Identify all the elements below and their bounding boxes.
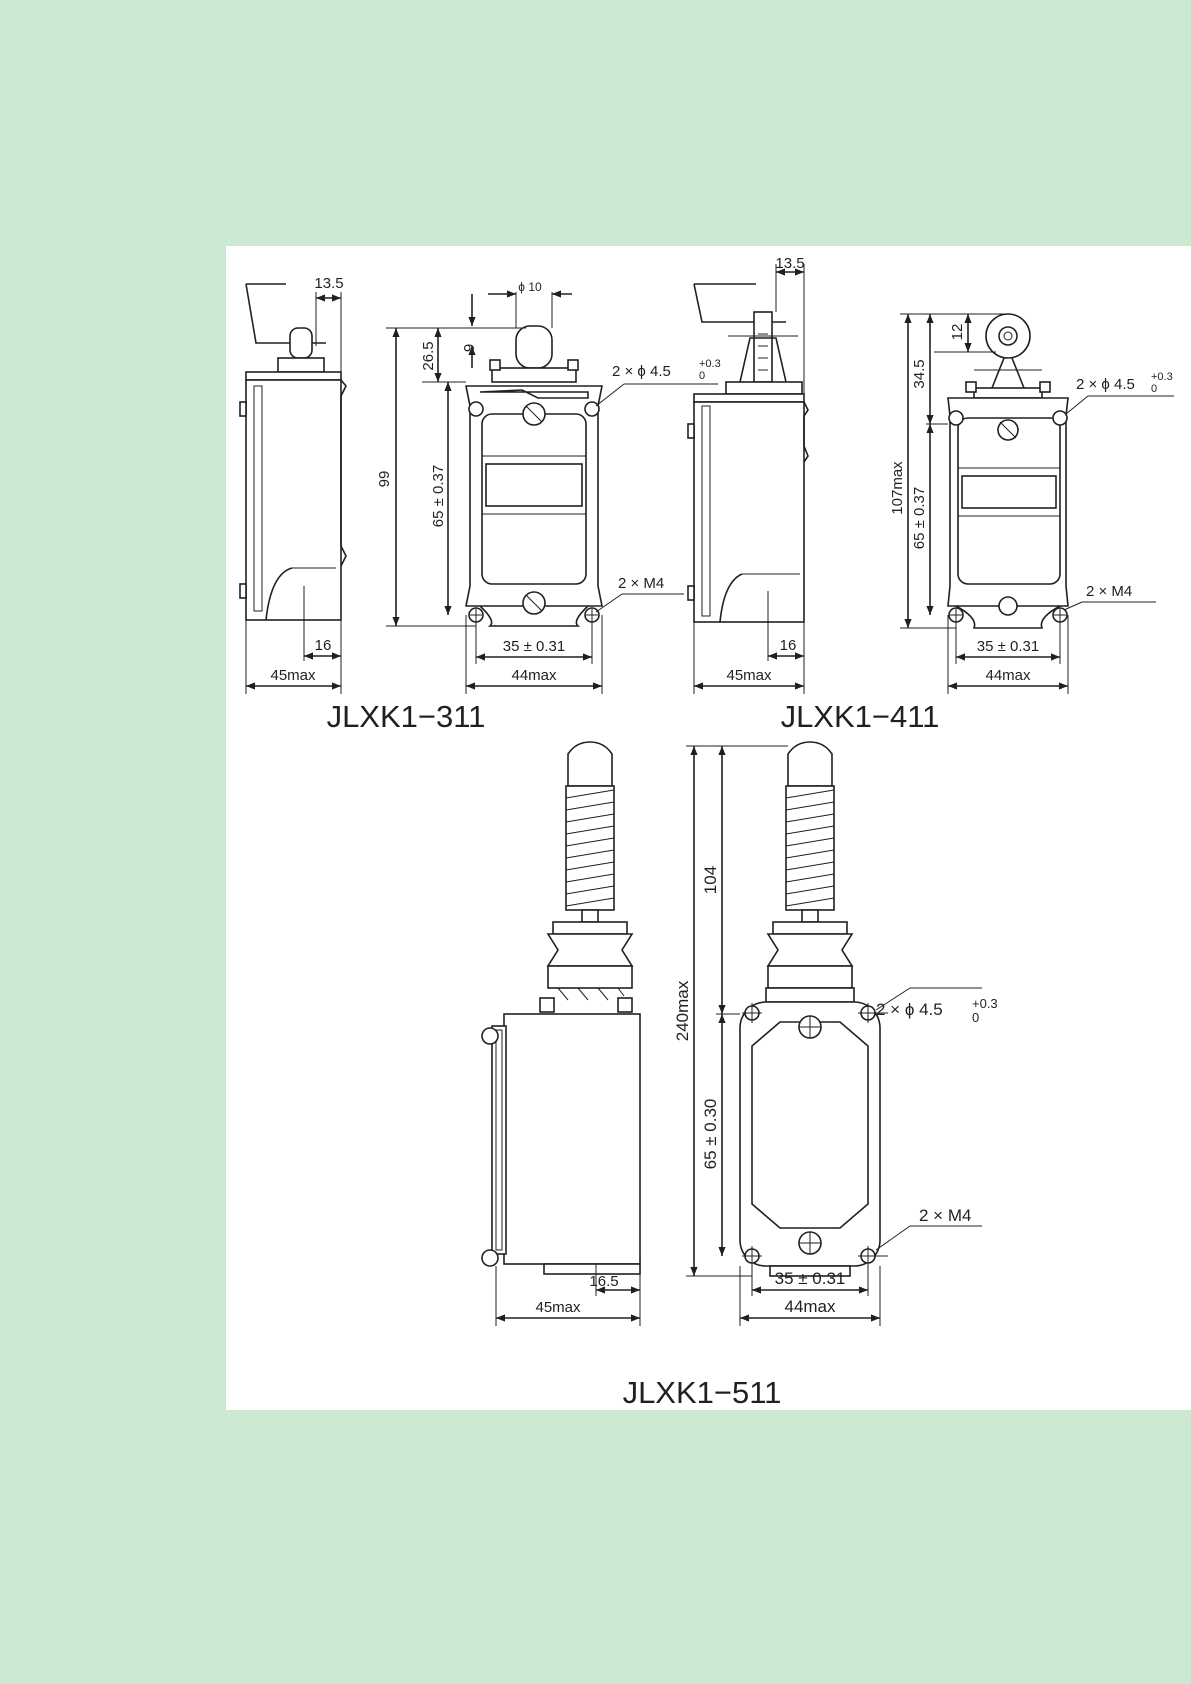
dim-240max: 240max [673, 980, 692, 1041]
front-view-511: 240max 104 65 ± 0.30 35 ± 0.31 44max 2 ×… [673, 742, 998, 1326]
view-jlxk1-411: 13.5 16 45max [688, 255, 1174, 734]
dim-65-037: 65 ± 0.37 [430, 465, 447, 527]
thread-callout: 2 × M4 [919, 1206, 971, 1225]
dim-35-031: 35 ± 0.31 [977, 638, 1039, 655]
dim-45max: 45max [726, 667, 772, 684]
technical-drawing: 13.5 16 45max [226, 246, 1191, 1410]
front-view-411: 107max 34.5 12 65 ± 0.37 35 ± 0.31 44max… [889, 314, 1174, 694]
dim-104: 104 [701, 866, 720, 894]
dim-65-037: 65 ± 0.37 [911, 487, 928, 549]
dim-44max: 44max [511, 667, 557, 684]
dim-45max: 45max [270, 667, 316, 684]
dim-13-5: 13.5 [775, 255, 804, 272]
dim-99: 99 [376, 471, 393, 488]
view-jlxk1-311: 13.5 16 45max [240, 275, 721, 734]
dim-35-031: 35 ± 0.31 [775, 1269, 846, 1288]
hole-tol-lower: 0 [972, 1010, 979, 1025]
front-view-311: 99 26.5 9 65 ± 0.37 ϕ 10 35 ± 0.31 44max… [376, 280, 721, 694]
dim-44max: 44max [985, 667, 1031, 684]
dim-26-5: 26.5 [420, 341, 437, 370]
dim-35-031: 35 ± 0.31 [503, 638, 565, 655]
hole-tol-upper: +0.3 [1151, 371, 1173, 383]
hole-tol-upper: +0.3 [972, 996, 998, 1011]
view-jlxk1-511: 16.5 45max [482, 742, 998, 1410]
thread-callout: 2 × M4 [1086, 583, 1132, 600]
model-title-411: JLXK1−411 [781, 699, 940, 734]
dim-13-5: 13.5 [314, 275, 343, 292]
hole-callout: 2 × ϕ 4.5 [876, 1000, 943, 1019]
dim-12: 12 [949, 324, 966, 341]
hole-tol-upper: +0.3 [699, 358, 721, 370]
dim-9: 9 [461, 344, 478, 352]
dim-65-030: 65 ± 0.30 [701, 1099, 720, 1170]
dim-44max: 44max [784, 1297, 836, 1316]
side-view-311: 13.5 16 45max [240, 275, 346, 694]
side-view-411: 13.5 16 45max [688, 255, 808, 694]
dim-16: 16 [315, 637, 332, 654]
dim-34-5: 34.5 [911, 359, 928, 388]
side-view-511: 16.5 45max [482, 742, 640, 1326]
thread-callout: 2 × M4 [618, 575, 664, 592]
hole-callout: 2 × ϕ 4.5 [612, 363, 671, 380]
hole-tol-lower: 0 [699, 370, 705, 382]
dim-16: 16 [780, 637, 797, 654]
hole-callout: 2 × ϕ 4.5 [1076, 376, 1135, 393]
model-title-311: JLXK1−311 [327, 699, 486, 734]
drawing-sheet: 13.5 16 45max [226, 246, 1191, 1410]
dim-phi10: ϕ 10 [518, 280, 542, 294]
hole-tol-lower: 0 [1151, 383, 1157, 395]
dim-45max: 45max [535, 1299, 581, 1316]
model-title-511: JLXK1−511 [623, 1375, 782, 1410]
dim-16-5: 16.5 [589, 1273, 618, 1290]
dim-107max: 107max [889, 461, 906, 515]
